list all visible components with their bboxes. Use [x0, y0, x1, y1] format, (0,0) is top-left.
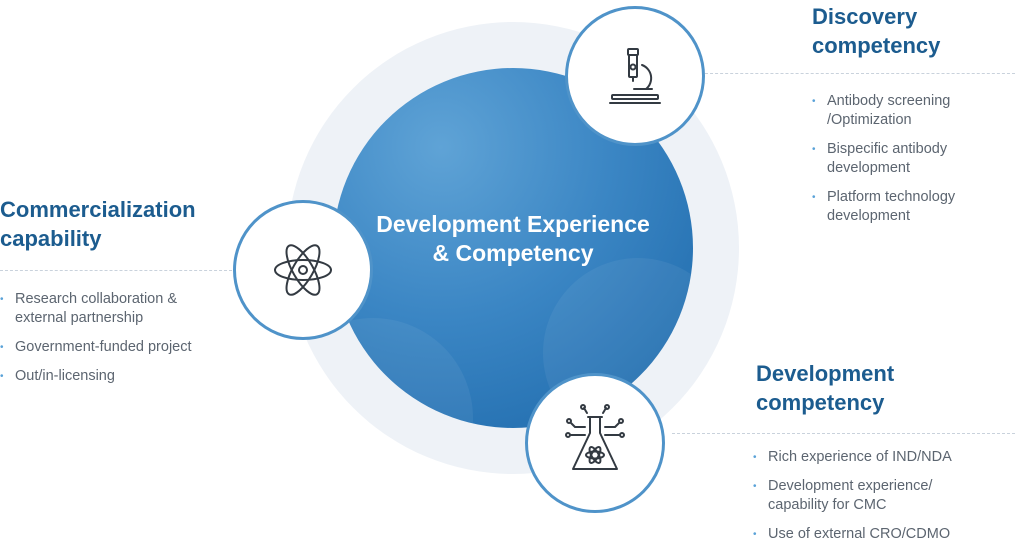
discovery-list: Antibody screening /Optimization Bispeci… [812, 92, 1002, 236]
list-item: Platform technology development [812, 188, 1002, 226]
development-heading-line2: competency [756, 390, 885, 415]
list-item: Antibody screening /Optimization [812, 92, 1002, 130]
commercialization-heading-line1: Commercialization [0, 197, 196, 222]
development-list: Rich experience of IND/NDA Development e… [753, 448, 963, 554]
list-item: Development experience/ capability for C… [753, 477, 963, 515]
list-item: Out/in-licensing [0, 367, 225, 386]
development-node [525, 373, 665, 513]
discovery-heading-line2: competency [812, 33, 941, 58]
commercialization-divider [0, 270, 232, 271]
list-item: Rich experience of IND/NDA [753, 448, 963, 467]
discovery-heading: Discovery competency [812, 2, 940, 60]
commercialization-node [233, 200, 373, 340]
development-divider [672, 433, 1015, 434]
discovery-divider [705, 73, 1015, 74]
discovery-heading-line1: Discovery [812, 4, 918, 29]
commercialization-heading-line2: capability [0, 226, 102, 251]
development-heading-line1: Development [756, 361, 895, 386]
list-item: Government-funded project [0, 338, 225, 357]
flask-icon [565, 404, 625, 470]
atom-icon [274, 244, 332, 296]
microscope-icon [609, 48, 661, 104]
commercialization-list: Research collaboration & external partne… [0, 290, 225, 396]
discovery-node [565, 6, 705, 146]
decorative-wave [333, 318, 473, 428]
development-heading: Development competency [756, 359, 894, 417]
list-item: Use of external CRO/CDMO [753, 525, 963, 544]
list-item: Research collaboration & external partne… [0, 290, 225, 328]
list-item: Bispecific antibody development [812, 140, 1002, 178]
commercialization-heading: Commercialization capability [0, 195, 196, 253]
center-title: Development Experience & Competency [333, 210, 693, 268]
center-title-line2: & Competency [432, 240, 594, 266]
center-title-line1: Development Experience [376, 211, 650, 237]
